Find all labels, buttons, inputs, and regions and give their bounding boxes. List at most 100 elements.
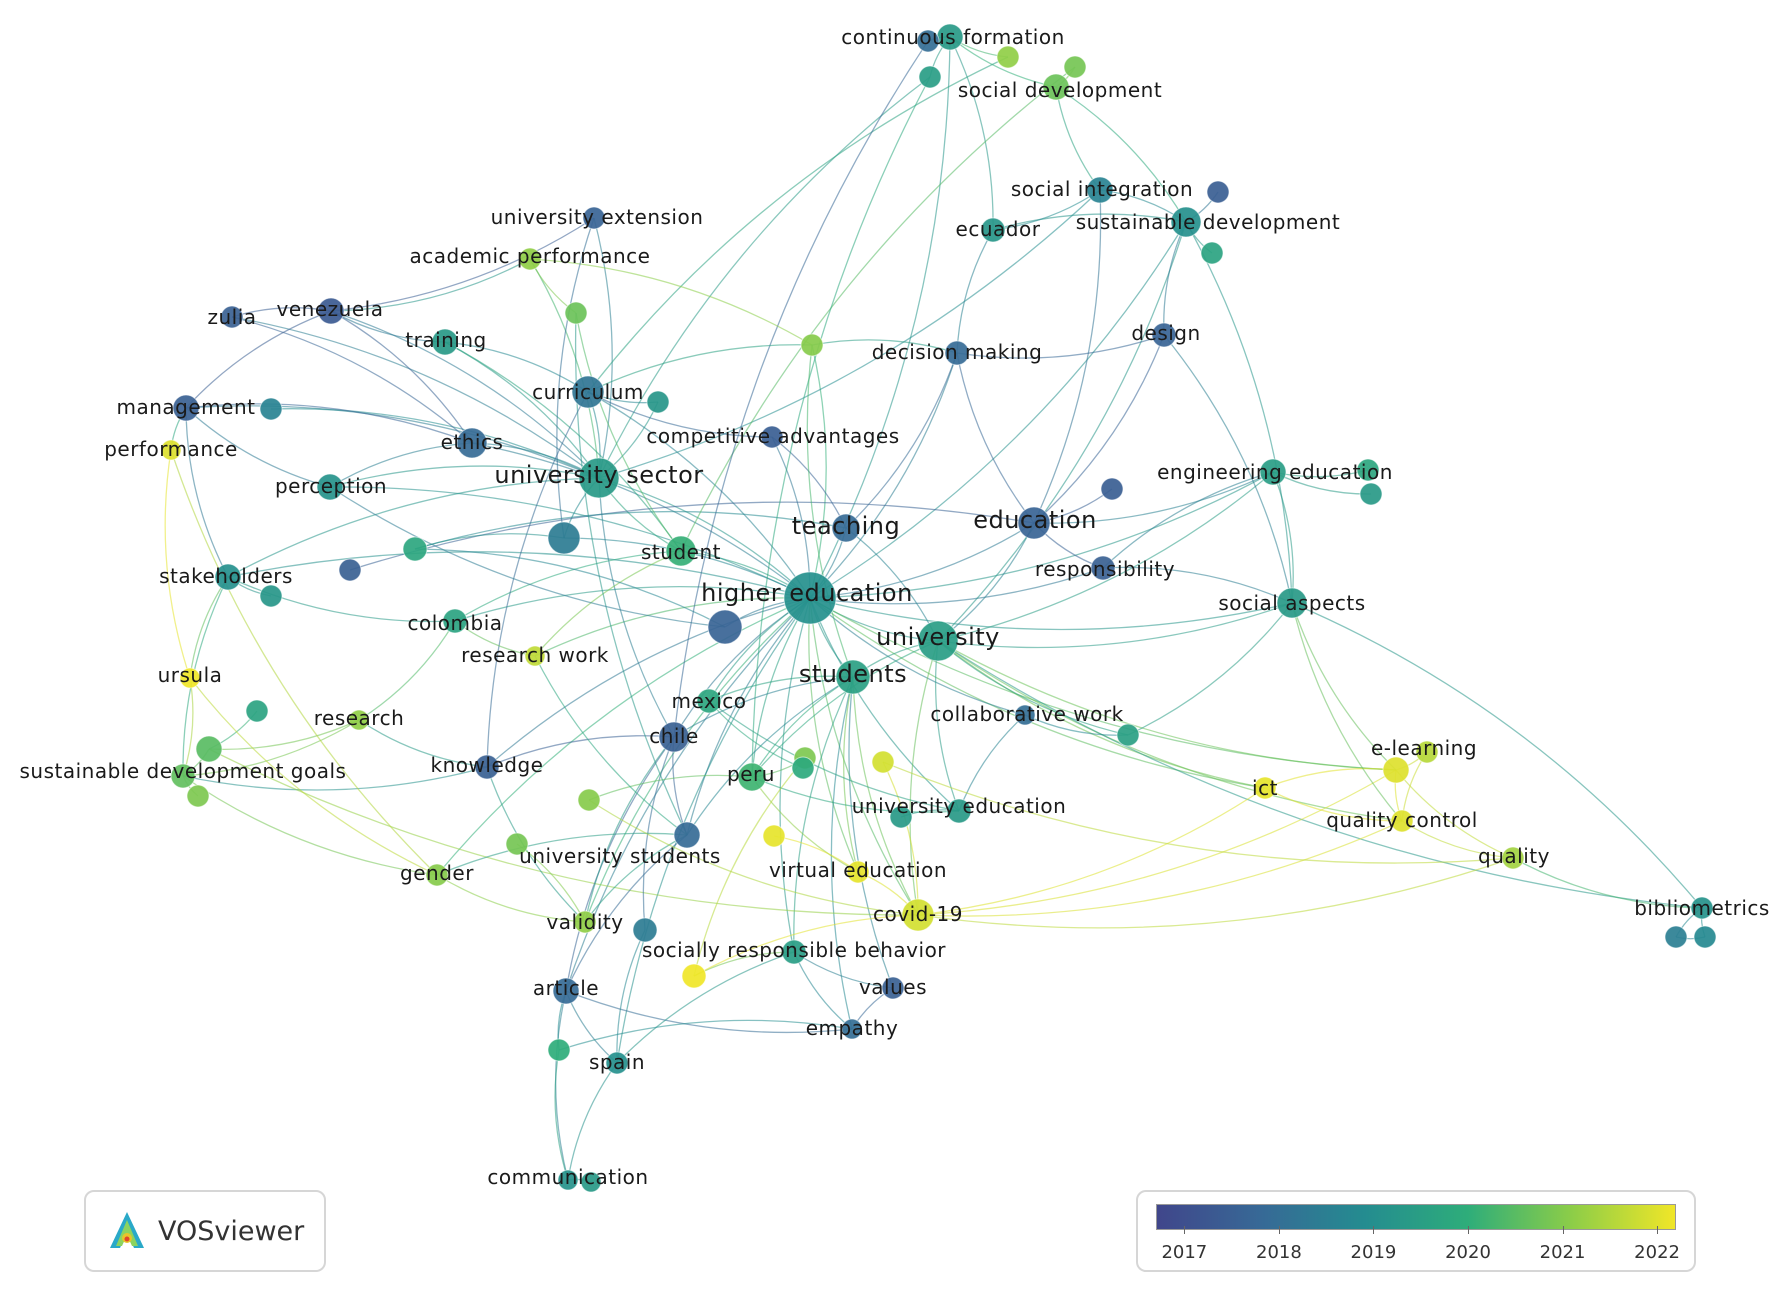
node-virtual-education[interactable] xyxy=(846,860,870,884)
node-ict[interactable] xyxy=(1253,776,1277,800)
node-social-development[interactable] xyxy=(1042,73,1070,101)
node-peru[interactable] xyxy=(737,762,767,792)
node-spain[interactable] xyxy=(605,1051,629,1075)
edge-higher_education-university_students xyxy=(686,597,811,836)
node-zulia[interactable] xyxy=(220,305,244,329)
node-knowledge[interactable] xyxy=(474,754,500,780)
node-socially-responsible-behavior[interactable] xyxy=(781,939,807,965)
node-ecuador[interactable] xyxy=(980,217,1006,243)
node-n-he-big[interactable] xyxy=(707,609,743,645)
node-competitive-advantages[interactable] xyxy=(760,425,784,449)
node-n-ee3[interactable] xyxy=(1359,482,1383,506)
node-curriculum[interactable] xyxy=(571,375,605,409)
node-n-bi3[interactable] xyxy=(1693,925,1717,949)
node-training[interactable] xyxy=(431,328,459,356)
node-education[interactable] xyxy=(1017,506,1051,540)
node-communication[interactable] xyxy=(557,1169,579,1191)
node-n-mid3[interactable] xyxy=(577,788,601,812)
node-university-sector[interactable] xyxy=(578,457,620,499)
node-n-cw2[interactable] xyxy=(1116,723,1140,747)
node-university-education[interactable] xyxy=(946,798,972,824)
node-university-extension[interactable] xyxy=(582,206,606,230)
edge-n_mid3-covid_19 xyxy=(588,799,919,916)
node-n-cu2[interactable] xyxy=(646,390,670,414)
node-n-sdg2[interactable] xyxy=(195,735,223,763)
node-article[interactable] xyxy=(552,977,580,1005)
node-sustainable-development[interactable] xyxy=(1170,206,1202,238)
node-n-mid5[interactable] xyxy=(871,750,895,774)
node-stakeholders[interactable] xyxy=(214,563,242,591)
node-perception[interactable] xyxy=(316,473,344,501)
node-social-aspects[interactable] xyxy=(1276,587,1308,619)
node-decision-making[interactable] xyxy=(944,340,970,366)
node-n-ed2[interactable] xyxy=(1100,477,1124,501)
node-n-el2[interactable] xyxy=(1415,740,1439,764)
node-e-learning[interactable] xyxy=(1382,756,1410,784)
node-chile[interactable] xyxy=(658,721,690,753)
edge-n_he_big-n_mid2 xyxy=(414,548,726,628)
node-covid-19[interactable] xyxy=(901,898,935,932)
edge-students-values xyxy=(848,676,894,989)
node-mexico[interactable] xyxy=(696,688,722,714)
node-n-co2[interactable] xyxy=(580,1171,602,1193)
node-n-sp2[interactable] xyxy=(547,1038,571,1062)
node-social-integration[interactable] xyxy=(1086,176,1114,204)
node-quality[interactable] xyxy=(1501,846,1525,870)
node-n-mid1[interactable] xyxy=(800,333,824,357)
node-n-ge2[interactable] xyxy=(505,832,529,856)
node-n-us2[interactable] xyxy=(632,917,658,943)
node-student[interactable] xyxy=(665,535,697,567)
node-collaborative-work[interactable] xyxy=(1014,704,1036,726)
node-n-ul-big[interactable] xyxy=(547,521,581,555)
node-empathy[interactable] xyxy=(841,1018,863,1040)
node-research-work[interactable] xyxy=(524,645,546,667)
node-n-ee2[interactable] xyxy=(1356,458,1380,482)
node-students[interactable] xyxy=(835,659,871,695)
node-n-mg2[interactable] xyxy=(259,397,283,421)
node-n-ue2[interactable] xyxy=(889,805,913,829)
edge-stakeholders-colombia xyxy=(227,576,456,623)
node-performance[interactable] xyxy=(160,439,182,461)
node-responsibility[interactable] xyxy=(1090,555,1116,581)
edge-decision_making-n_mid1 xyxy=(811,339,958,354)
node-bibliometrics[interactable] xyxy=(1690,896,1714,920)
node-design[interactable] xyxy=(1151,322,1177,348)
node-sustainable-development-goals[interactable] xyxy=(170,763,196,789)
node-n-sd2[interactable] xyxy=(1063,55,1087,79)
node-higher-education[interactable] xyxy=(783,571,837,625)
node-venezuela[interactable] xyxy=(317,297,345,325)
node-gender[interactable] xyxy=(425,863,449,887)
node-colombia[interactable] xyxy=(442,608,468,634)
node-ethics[interactable] xyxy=(456,427,488,459)
node-n-pu1[interactable] xyxy=(338,558,362,582)
node-n-sd1[interactable] xyxy=(996,45,1020,69)
node-n-cf3[interactable] xyxy=(918,65,942,89)
node-n-cf2[interactable] xyxy=(916,29,940,53)
node-n-ap1[interactable] xyxy=(564,301,588,325)
node-n-si1[interactable] xyxy=(1206,180,1230,204)
node-ursula[interactable] xyxy=(179,667,201,689)
edge-chile-article xyxy=(565,736,675,992)
node-n-sr2[interactable] xyxy=(681,963,707,989)
node-quality-control[interactable] xyxy=(1390,809,1414,833)
node-values[interactable] xyxy=(881,976,905,1000)
node-n-re2[interactable] xyxy=(245,699,269,723)
node-n-sus2[interactable] xyxy=(1200,241,1224,265)
node-n-bi2[interactable] xyxy=(1664,925,1688,949)
node-n-sdg3[interactable] xyxy=(186,784,210,808)
node-validity[interactable] xyxy=(573,910,597,934)
edge-university-social_aspects xyxy=(937,602,1293,649)
edge-chile-validity xyxy=(584,736,675,923)
node-teaching[interactable] xyxy=(831,513,861,543)
edge-n_cf3-peru xyxy=(751,76,931,778)
node-n-mx2[interactable] xyxy=(791,756,815,780)
node-academic-performance[interactable] xyxy=(518,247,542,271)
node-n-mid6[interactable] xyxy=(762,824,786,848)
node-management[interactable] xyxy=(172,394,200,422)
node-n-mid2[interactable] xyxy=(402,536,428,562)
node-university-students[interactable] xyxy=(673,821,701,849)
node-n-st2[interactable] xyxy=(259,584,283,608)
node-research[interactable] xyxy=(348,709,370,731)
node-university[interactable] xyxy=(917,620,959,662)
node-engineering-education[interactable] xyxy=(1259,458,1287,486)
